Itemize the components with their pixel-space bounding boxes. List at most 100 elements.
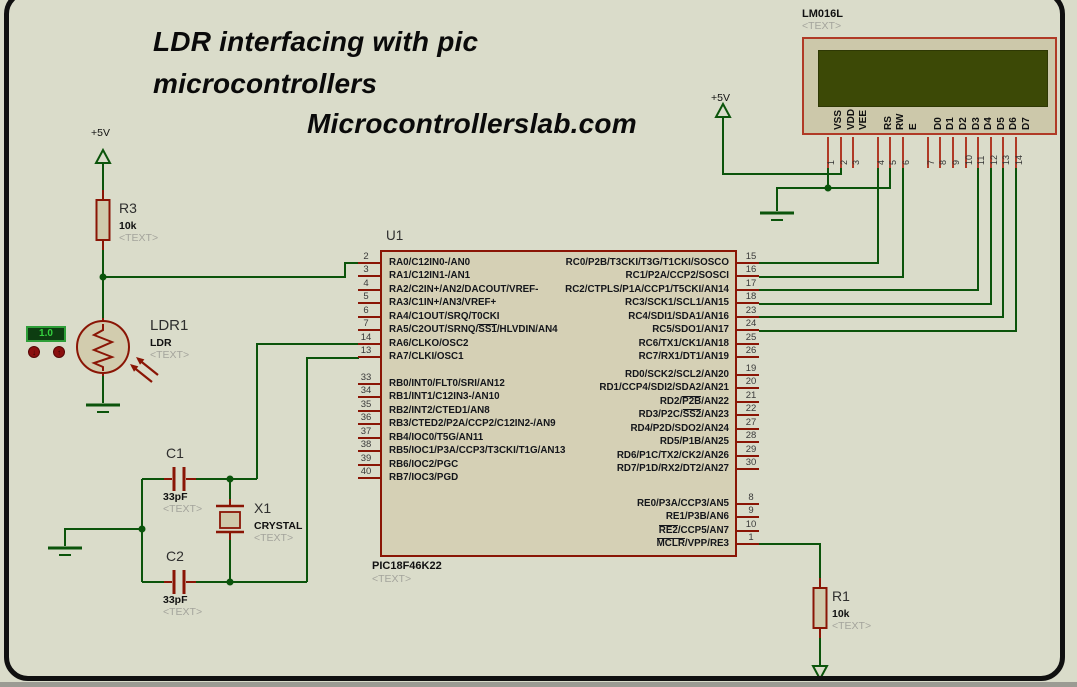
lcd-pin-stub-RS[interactable]: [877, 137, 879, 168]
chip-pin-stub-MCLR[interactable]: [737, 543, 759, 545]
chip-pin-stub-RB5[interactable]: [358, 450, 380, 452]
crystal-x1[interactable]: [216, 499, 244, 540]
chip-pin-stub-RB7[interactable]: [358, 477, 380, 479]
chip-pin-stub-RE1[interactable]: [737, 516, 759, 518]
chip-pin-stub-RD4[interactable]: [737, 428, 759, 430]
lcd-pin-number: 5: [888, 159, 898, 165]
chip-pin-number: 18: [745, 291, 757, 302]
chip-pin-number: 4: [363, 278, 369, 289]
chip-pin-stub-RA5[interactable]: [358, 329, 380, 331]
chip-pin-name: RC3/SCK1/SCL1/AN15: [625, 297, 729, 308]
chip-pin-stub-RD1[interactable]: [737, 387, 759, 389]
chip-pin-number: 2: [363, 251, 369, 262]
chip-pin-name: RB5/IOC1/P3A/CCP3/T3CKI/T1G/AN13: [389, 445, 566, 456]
lcd-pin-stub-D4[interactable]: [977, 137, 979, 168]
chip-pin-number: 36: [360, 412, 372, 423]
lcd-pin-stub-VDD[interactable]: [840, 137, 842, 168]
chip-pin-number: 19: [745, 363, 757, 374]
lcd-pin-stub-D0[interactable]: [927, 137, 929, 168]
ldr-value-display: 1.0: [26, 326, 66, 342]
chip-pin-stub-RE0[interactable]: [737, 503, 759, 505]
lcd-pin-stub-RW[interactable]: [889, 137, 891, 168]
chip-pin-stub-RB1[interactable]: [358, 396, 380, 398]
r3-placeholder: <TEXT>: [119, 232, 159, 244]
power-terminal-down-r1[interactable]: [811, 665, 829, 682]
chip-pin-stub-RC2[interactable]: [737, 289, 759, 291]
chip-pin-stub-RA4[interactable]: [358, 316, 380, 318]
junction-dot: [824, 184, 832, 192]
lcd-pin-stub-D2[interactable]: [952, 137, 954, 168]
lcd-pin-label: D3: [971, 117, 982, 130]
bottom-strip: [0, 682, 1077, 687]
lcd-lm016l[interactable]: [802, 37, 1057, 135]
chip-pin-stub-RC0[interactable]: [737, 262, 759, 264]
chip-pin-stub-RC1[interactable]: [737, 275, 759, 277]
chip-pin-stub-RC4[interactable]: [737, 316, 759, 318]
chip-pin-stub-RB3[interactable]: [358, 423, 380, 425]
chip-pin-stub-RA1[interactable]: [358, 275, 380, 277]
wire-rc4-to-d6: [759, 166, 1004, 318]
chip-pin-stub-RA7[interactable]: [358, 356, 380, 358]
chip-pin-stub-RC5[interactable]: [737, 329, 759, 331]
lcd-pin-number: 2: [839, 159, 849, 165]
ground-symbol-caps[interactable]: [48, 546, 82, 556]
lcd-pin-stub-D3[interactable]: [965, 137, 967, 168]
ground-symbol-lcd[interactable]: [760, 211, 794, 221]
ldr-increase-button[interactable]: ↑: [53, 346, 65, 358]
resistor-r3[interactable]: [95, 190, 111, 250]
ldr-symbol[interactable]: [76, 318, 159, 383]
x1-ref: X1: [254, 500, 272, 516]
wire-rc0-to-rs: [759, 166, 879, 264]
chip-pin-name: RC7/RX1/DT1/AN19: [638, 351, 729, 362]
chip-pin-stub-RB0[interactable]: [358, 383, 380, 385]
capacitor-c2[interactable]: [164, 570, 196, 594]
lcd-pin-stub-D1[interactable]: [939, 137, 941, 168]
lcd-pin-stub-D6[interactable]: [1002, 137, 1004, 168]
chip-pin-stub-RA6[interactable]: [358, 343, 380, 345]
c1-ref: C1: [166, 445, 184, 461]
chip-pin-stub-RE2[interactable]: [737, 530, 759, 532]
chip-pin-name: RD0/SCK2/SCL2/AN20: [625, 369, 729, 380]
resistor-r1[interactable]: [812, 578, 828, 638]
power-terminal-up-lcd[interactable]: [714, 101, 732, 118]
chip-pin-stub-RA2[interactable]: [358, 289, 380, 291]
chip-pin-stub-RD5[interactable]: [737, 441, 759, 443]
x1-placeholder: <TEXT>: [254, 532, 294, 544]
chip-pin-number: 15: [745, 251, 757, 262]
lcd-pin-stub-D7[interactable]: [1015, 137, 1017, 168]
chip-pin-stub-RD2[interactable]: [737, 401, 759, 403]
lcd-pin-label: D1: [945, 117, 956, 130]
chip-pin-name: RB4/IOC0/T5G/AN11: [389, 432, 484, 443]
lcd-pin-stub-VSS[interactable]: [827, 137, 829, 168]
lcd-ref: LM016L: [802, 8, 843, 20]
chip-pic18f46k22[interactable]: [380, 250, 737, 557]
ldr-decrease-button[interactable]: ↓: [28, 346, 40, 358]
chip-pin-stub-RA3[interactable]: [358, 302, 380, 304]
chip-pin-stub-RA0[interactable]: [358, 262, 380, 264]
capacitor-c1[interactable]: [164, 467, 196, 491]
wire-rc1-to-e: [759, 166, 904, 278]
r1-value: 10k: [832, 608, 850, 620]
chip-pin-number: 9: [748, 505, 754, 516]
lcd-pin-number: 7: [926, 159, 936, 165]
power-terminal-up-left[interactable]: [94, 147, 112, 164]
chip-pin-number: 21: [745, 390, 757, 401]
lcd-pin-stub-D5[interactable]: [990, 137, 992, 168]
lcd-pin-stub-VEE[interactable]: [852, 137, 854, 168]
chip-pin-stub-RD7[interactable]: [737, 468, 759, 470]
chip-pin-stub-RC3[interactable]: [737, 302, 759, 304]
chip-pin-stub-RC7[interactable]: [737, 356, 759, 358]
lcd-pin-stub-E[interactable]: [902, 137, 904, 168]
chip-pin-stub-RB4[interactable]: [358, 437, 380, 439]
ground-symbol-ldr[interactable]: [86, 403, 120, 413]
chip-pin-name: RE0/P3A/CCP3/AN5: [636, 498, 729, 509]
chip-text-placeholder: <TEXT>: [372, 573, 412, 585]
chip-pin-stub-RB6[interactable]: [358, 464, 380, 466]
chip-pin-stub-RB2[interactable]: [358, 410, 380, 412]
chip-pin-stub-RD0[interactable]: [737, 374, 759, 376]
chip-pin-number: 33: [360, 372, 372, 383]
chip-pin-stub-RD6[interactable]: [737, 455, 759, 457]
chip-pin-stub-RC6[interactable]: [737, 343, 759, 345]
chip-pin-stub-RD3[interactable]: [737, 414, 759, 416]
r3-ref: R3: [119, 200, 137, 216]
